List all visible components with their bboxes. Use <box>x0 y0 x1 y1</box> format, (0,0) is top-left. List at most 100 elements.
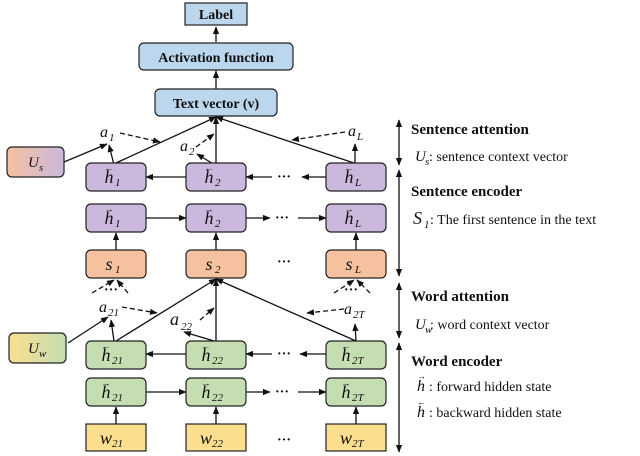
legend-bwd-arrow-icon: ← <box>417 397 426 407</box>
a2-symbol: a <box>180 138 188 155</box>
a22-subscript: 22 <box>181 321 193 333</box>
word-backward-node-box <box>85 340 147 370</box>
ellipsis-sent-backward: ··· <box>277 170 291 185</box>
word-backward-node-box <box>325 340 387 370</box>
sentence-attention-weights: a 1 a 2 a L <box>100 123 363 158</box>
ellipsis-word-forward: ··· <box>275 385 289 400</box>
legend-us-desc: : sentence context vector <box>429 150 568 165</box>
uw-symbol: U <box>28 341 40 357</box>
word-node-symbol: w <box>200 428 212 448</box>
a21-symbol: a <box>99 299 107 316</box>
ellipsis-sentences: ··· <box>277 255 291 270</box>
legend-uw-desc: : word context vector <box>430 318 550 333</box>
text-vector-node: Text vector (v) <box>154 88 278 117</box>
edge-h22-a22 <box>183 331 215 342</box>
legend-bwd-desc: : backward hidden state <box>429 406 562 421</box>
ellipsis-words: ··· <box>277 433 291 448</box>
a2T-symbol: a <box>344 301 352 318</box>
sentence-backward-node-box <box>325 162 387 192</box>
word-node-subscript: 2T <box>352 438 365 450</box>
sentence-backward-node-symbol: h <box>345 167 354 187</box>
ellipsis-s1-dashes: ··· <box>104 283 118 298</box>
dash-s1-left <box>91 279 115 294</box>
edge-h2T-s2 <box>215 278 357 342</box>
sentence-forward-node-symbol: h <box>205 208 214 228</box>
sentence-forward-node-symbol: h <box>345 208 354 228</box>
aL-subscript: L <box>356 131 363 143</box>
legend-fwd-h-symbol: h <box>417 378 425 395</box>
a2T-subscript: 2T <box>353 309 366 321</box>
word-node-box <box>325 423 387 452</box>
backward-arrow-icon: ← <box>205 163 214 173</box>
dash-aL-textvec <box>291 131 346 143</box>
sentence-forward-node-box <box>325 203 387 233</box>
word-forward-node-box <box>185 377 247 407</box>
aL-symbol: a <box>348 123 356 140</box>
forward-arrow-icon: → <box>205 204 214 214</box>
word-node-box <box>185 423 247 452</box>
legend-fwd-arrow-icon: → <box>417 371 426 381</box>
legend-bwd-h-symbol: h <box>417 404 425 421</box>
backward-arrow-icon: ← <box>105 163 114 173</box>
legend-s1-sub: 1 <box>424 219 430 231</box>
backward-arrow-icon: ← <box>345 163 354 173</box>
sentence-backward-node-box <box>85 162 147 192</box>
sentence-node-box <box>185 249 247 279</box>
legend-sentence-attention-title: Sentence attention <box>411 122 530 138</box>
legend-uw-sub: w <box>425 324 433 336</box>
forward-arrow-icon: → <box>102 378 111 388</box>
backward-arrow-icon: ← <box>342 341 351 351</box>
sentence-forward-node-symbol: h <box>105 208 114 228</box>
word-forward-node-symbol: h <box>342 382 351 402</box>
sentence-node-box <box>325 249 387 279</box>
backward-arrow-icon: ← <box>202 341 211 351</box>
label-text: Label <box>199 8 233 23</box>
connections <box>63 26 360 424</box>
sentence-forward-node-box <box>185 203 247 233</box>
label-node: Label <box>184 2 248 26</box>
sentence-backward-node-subscript: L <box>354 177 361 189</box>
uw-node: U w <box>8 332 67 364</box>
forward-arrow-icon: → <box>345 204 354 214</box>
activation-text: Activation function <box>158 51 274 66</box>
backward-arrow-icon: ← <box>102 341 111 351</box>
dash-sL-right <box>356 279 371 294</box>
sentence-backward-node-subscript: 1 <box>115 177 121 189</box>
sentence-node-symbol: s <box>345 254 352 274</box>
sentence-node-symbol: s <box>205 254 212 274</box>
word-forward-node-subscript: 22 <box>212 392 224 404</box>
dash-a22-s2 <box>199 307 215 321</box>
word-forward-node-subscript: 2T <box>352 392 365 404</box>
a2-subscript: 2 <box>189 146 195 158</box>
activation-node: Activation function <box>138 42 294 71</box>
sentence-forward-node-subscript: L <box>354 218 361 230</box>
edge-hL-textvec <box>215 116 355 164</box>
forward-arrow-icon: → <box>202 378 211 388</box>
sentence-node-box <box>85 249 147 279</box>
word-node-box <box>85 423 147 452</box>
sentence-backward-node-symbol: h <box>105 167 114 187</box>
word-backward-node-symbol: h <box>342 345 351 365</box>
sentence-backward-node-box <box>185 162 247 192</box>
dash-s1-right <box>116 279 129 294</box>
sentence-backward-node-symbol: h <box>205 167 214 187</box>
sentence-node-subscript: 1 <box>115 264 121 276</box>
edge-uw-a21 <box>67 316 109 344</box>
edge-h2T-a2T <box>352 323 359 342</box>
legend: Sentence attention U s : sentence contex… <box>411 122 596 421</box>
